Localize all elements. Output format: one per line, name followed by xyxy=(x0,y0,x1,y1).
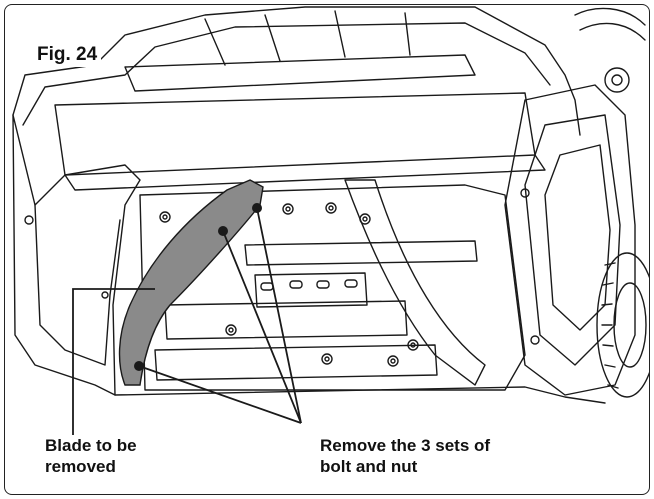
cross-beam xyxy=(54,92,536,176)
right-housing-panel xyxy=(524,114,621,366)
left-housing xyxy=(12,114,141,396)
upper-housing-edge xyxy=(22,22,551,126)
handle-coil xyxy=(574,7,646,41)
auger-frame xyxy=(139,184,526,391)
handle-knob-icon xyxy=(604,67,630,93)
blade-callout-line-2: removed xyxy=(45,457,116,476)
wheel-hub xyxy=(613,282,647,368)
top-rib xyxy=(204,10,411,66)
blade-callout-line-1: Blade to be xyxy=(45,436,137,455)
left-housing-inner xyxy=(34,204,121,366)
wheel-tread xyxy=(601,262,619,389)
bolt-leader-line-2 xyxy=(222,230,302,424)
bolt-callout: Remove the 3 sets of bolt and nut xyxy=(320,435,491,477)
auger-bar-low xyxy=(164,300,408,340)
left-bolt-2-icon xyxy=(101,291,109,299)
handle-knob-inner-icon xyxy=(611,74,623,86)
figure-frame: Fig. 24 Blade to be removed Remove the 3… xyxy=(4,4,650,495)
slot-holes xyxy=(260,279,358,291)
figure-label: Fig. 24 xyxy=(33,43,102,67)
bolt-callout-line-1: Remove the 3 sets of xyxy=(320,436,491,455)
right-housing xyxy=(504,84,636,396)
bolt-callout-line-2: bolt and nut xyxy=(320,457,418,476)
wheel xyxy=(596,252,649,398)
left-bolt-icon xyxy=(24,215,34,225)
blade-callout: Blade to be removed xyxy=(45,435,137,477)
center-spiral xyxy=(344,179,486,386)
right-bolt-2-icon xyxy=(530,335,540,345)
bolt-leader-line-1 xyxy=(256,207,302,424)
snow-blower-auger-illustration xyxy=(12,6,649,437)
auger-bar-bottom xyxy=(154,344,438,381)
top-plate xyxy=(124,54,476,92)
cross-beam-lower xyxy=(64,154,546,191)
auger-bar-mid xyxy=(254,272,368,308)
bottom-skid xyxy=(114,386,606,404)
auger-bar-top xyxy=(244,240,478,266)
blade-leader-line xyxy=(72,288,155,437)
leader-lines xyxy=(72,207,302,437)
right-bolt-icon xyxy=(520,188,530,198)
right-housing-inner-panel xyxy=(544,144,611,331)
upper-housing xyxy=(12,6,581,136)
bolt-leader-line-3 xyxy=(138,365,302,424)
